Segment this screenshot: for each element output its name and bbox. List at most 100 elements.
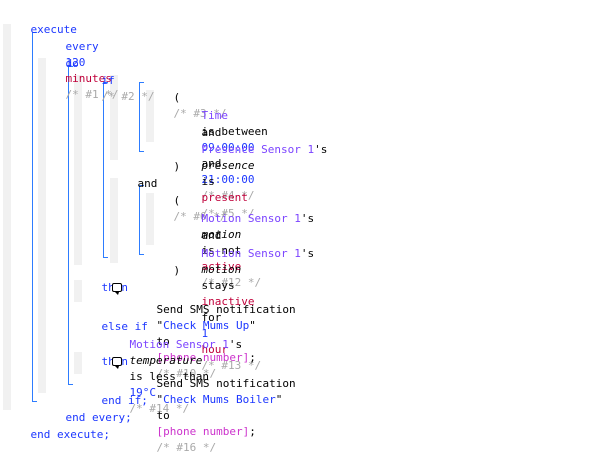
action-name[interactable]: Send SMS notification: [156, 377, 296, 390]
line-if[interactable]: if /* #2 */: [75, 57, 155, 103]
condition-motion-stays-inactive[interactable]: Motion Sensor 1's motion stays inactive …: [175, 230, 315, 372]
bracket-if-bottom: [68, 384, 73, 385]
bracket-group-b-bottom: [139, 254, 144, 255]
keyword-every[interactable]: every: [65, 40, 99, 53]
every-interval[interactable]: 120: [65, 56, 86, 69]
possessive: 's: [228, 338, 243, 351]
bracket-group-a-bottom: [139, 151, 144, 152]
possessive: 's: [314, 143, 328, 156]
statement-id-comment: /* #3 */: [173, 107, 227, 120]
keyword-end-if[interactable]: end if;: [101, 394, 148, 407]
quote-close: ": [249, 319, 256, 332]
value-active[interactable]: active: [201, 260, 242, 273]
line-else-if[interactable]: else if: [75, 303, 148, 333]
time-end[interactable]: 21:00:00: [201, 173, 255, 186]
bracket-every-bottom: [32, 401, 37, 402]
operator[interactable]: stays: [201, 279, 235, 292]
duration-unit[interactable]: hour: [201, 343, 229, 356]
line-every[interactable]: every 120 minutes /* #1 */: [39, 23, 119, 101]
operator[interactable]: is: [201, 175, 215, 188]
action-send-sms-1[interactable]: Send SMS notification "Check Mums Up" to…: [130, 286, 296, 380]
gutter-condition-group-b: [110, 178, 118, 263]
value-present[interactable]: present: [201, 191, 248, 204]
device-motion-sensor[interactable]: Motion Sensor 1: [201, 212, 301, 225]
line-and[interactable]: and: [175, 109, 222, 139]
attribute-temperature[interactable]: temperature: [129, 354, 203, 367]
condition-time-between[interactable]: Time is between 09:00:00 and 21:00:00 /*…: [175, 92, 268, 202]
bracket-if: [68, 66, 69, 385]
line-group-b-close[interactable]: ): [147, 247, 181, 277]
piston-code-view: execute every 120 minutes /* #1 */ do if…: [3, 6, 328, 454]
device-time[interactable]: Time: [201, 109, 229, 122]
line-and[interactable]: and: [175, 212, 222, 242]
line-group-b-open[interactable]: ( /* #6 */: [147, 177, 227, 223]
every-unit[interactable]: minutes: [65, 72, 112, 85]
attribute-presence[interactable]: presence: [201, 159, 255, 172]
and-word: and: [201, 157, 222, 170]
bracket-if-top: [68, 66, 73, 67]
close-paren[interactable]: ): [173, 264, 181, 277]
phone-number-variable[interactable]: [phone number]: [156, 351, 250, 364]
semicolon: ;: [249, 351, 256, 364]
keyword-else-if[interactable]: else if: [101, 320, 148, 333]
operator[interactable]: is not: [201, 244, 242, 257]
statement-id-comment: /* #4 */: [201, 189, 255, 202]
keyword-execute[interactable]: execute: [30, 23, 77, 36]
line-execute[interactable]: execute: [4, 6, 77, 36]
comment-bubble-icon[interactable]: [112, 283, 122, 295]
keyword-if[interactable]: if: [101, 74, 115, 87]
statement-id-comment: /* #12 */: [201, 276, 262, 289]
line-then[interactable]: then: [75, 264, 129, 294]
line-end-execute[interactable]: end execute;: [4, 411, 110, 441]
line-group-a-open[interactable]: ( /* #3 */: [147, 74, 227, 120]
action-name[interactable]: Send SMS notification: [156, 303, 296, 316]
line-end-if[interactable]: end if;: [75, 377, 148, 407]
condition-motion-not-active[interactable]: Motion Sensor 1's motion is not active /…: [175, 195, 315, 289]
line-and[interactable]: and: [111, 160, 158, 190]
quote-close: ": [275, 393, 283, 406]
condition-temperature[interactable]: Motion Sensor 1's temperature is less th…: [103, 321, 243, 415]
condition-presence[interactable]: Presence Sensor 1's presence is present …: [175, 126, 328, 220]
gutter-then-1: [74, 280, 82, 302]
duration-value[interactable]: 1: [201, 327, 209, 340]
keyword-end-every[interactable]: end every;: [65, 411, 132, 424]
attribute-motion[interactable]: motion: [201, 228, 242, 241]
logical-and[interactable]: and: [137, 177, 158, 190]
to-word: to: [156, 335, 170, 348]
keyword-end-execute[interactable]: end execute;: [30, 428, 110, 441]
message-text[interactable]: Check Mums Up: [163, 319, 250, 332]
action-send-sms-2[interactable]: Send SMS notification "Check Mums Boiler…: [130, 360, 296, 454]
possessive: 's: [300, 212, 315, 225]
line-end-every[interactable]: end every;: [39, 394, 132, 424]
open-paren[interactable]: (: [173, 194, 181, 207]
device-presence-sensor[interactable]: Presence Sensor 1: [201, 143, 315, 156]
temperature-threshold[interactable]: 19°C: [129, 386, 157, 399]
gutter-condition-group-a: [110, 75, 118, 160]
open-paren[interactable]: (: [173, 91, 181, 104]
logical-and[interactable]: and: [201, 126, 222, 139]
gutter-execute: [3, 24, 11, 410]
line-then[interactable]: then: [75, 338, 129, 368]
quote-open: ": [156, 319, 164, 332]
gutter-every: [38, 58, 46, 393]
close-paren[interactable]: ): [173, 160, 181, 173]
operator[interactable]: is less than: [129, 370, 209, 383]
statement-id-comment: /* #6 */: [173, 210, 227, 223]
device-motion-sensor[interactable]: Motion Sensor 1: [201, 247, 301, 260]
bracket-group-a-top: [139, 82, 144, 83]
device-motion-sensor[interactable]: Motion Sensor 1: [129, 338, 229, 351]
statement-id-comment: /* #2 */: [101, 90, 155, 103]
bracket-every-top: [32, 32, 37, 33]
statement-id-comment: /* #5 */: [201, 207, 255, 220]
logical-and[interactable]: and: [201, 229, 222, 242]
gutter-if: [74, 75, 82, 265]
line-group-a-close[interactable]: ): [147, 143, 181, 173]
value-inactive[interactable]: inactive: [201, 295, 255, 308]
operator[interactable]: is between: [201, 125, 268, 138]
message-text[interactable]: Check Mums Boiler: [163, 393, 276, 406]
time-start[interactable]: 09:00:00: [201, 141, 255, 154]
keyword-do[interactable]: do: [65, 57, 79, 70]
comment-bubble-icon[interactable]: [112, 357, 122, 369]
line-do[interactable]: do: [39, 40, 79, 70]
attribute-motion[interactable]: motion: [201, 263, 242, 276]
